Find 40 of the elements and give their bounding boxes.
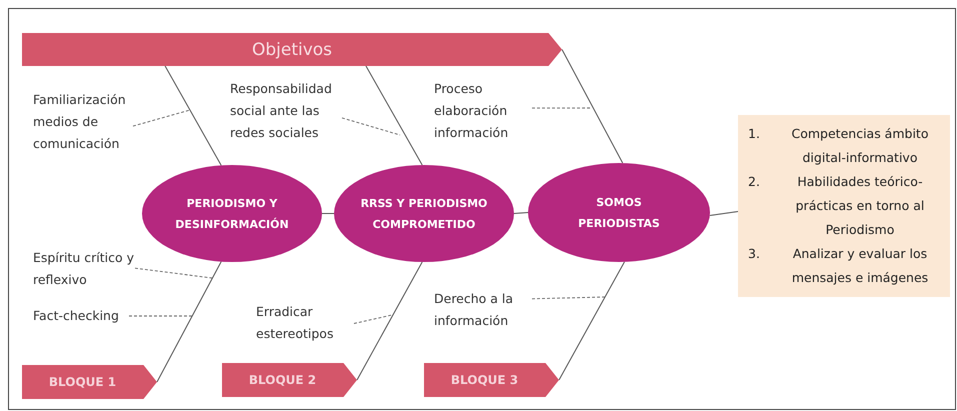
connector-line [514,212,528,214]
block-title: PERIODISMO Y DESINFORMACIÓN [174,196,290,232]
list-item-text: Competencias ámbito digital-informativo [790,125,930,167]
note-text: Derecho a la información [434,290,514,330]
list-number: 3. [748,245,761,263]
note-text: Fact-checking [33,307,120,325]
objective-banner [22,33,562,66]
connector-line [558,261,625,380]
note-text: Proceso elaboración información [434,80,510,142]
leader-line [342,117,400,136]
connector-line [365,66,423,166]
note-text: Erradicar estereotipos [256,303,334,343]
list-item-text: Analizar y evaluar los mensajes e imágenes [790,245,930,287]
banner-title: Objetivos [252,40,332,60]
connector-line [164,66,222,166]
connector-line [709,210,738,216]
block-label: BLOQUE 2 [248,373,316,387]
connector-line [322,213,334,214]
block-tag [22,365,157,399]
list-item-text: Habilidades teórico-prácticas en torno al Periodismo [794,173,926,239]
connector-line [562,49,624,164]
block-label: BLOQUE 1 [48,375,116,389]
connector-line [356,262,423,380]
leader-line [134,268,212,278]
leader-line [132,110,190,127]
block-tag [424,363,559,397]
leader-line [532,296,606,300]
block-label: BLOQUE 3 [450,373,518,387]
leader-line [532,108,590,109]
block-title: RRSS Y PERIODISMO COMPROMETIDO [360,196,488,232]
connector-line [156,261,222,382]
note-text: Familiarización medios de comunicación [33,91,127,153]
note-text: Espíritu crítico y reflexivo [33,249,135,289]
leader-line [354,314,392,324]
block-title: SOMOS PERIODISTAS [577,194,661,232]
note-text: Responsabilidad social ante las redes sociales [230,80,333,142]
list-number: 1. [748,125,761,143]
block-tag [222,363,357,397]
result-panel [738,115,950,297]
list-number: 2. [748,173,761,191]
